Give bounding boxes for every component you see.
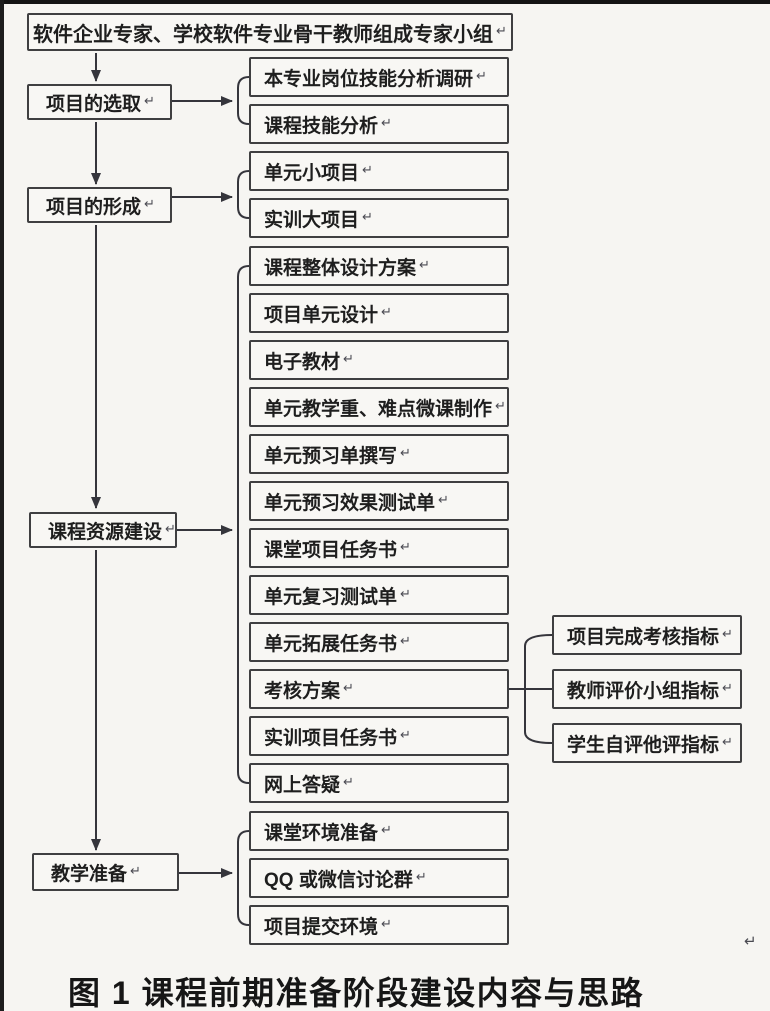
output-box: 课程整体设计方案↵ bbox=[249, 246, 509, 286]
return-mark-icon: ↵ bbox=[144, 196, 155, 211]
return-mark-icon: ↵ bbox=[165, 521, 176, 536]
output-box: 单元复习测试单↵ bbox=[249, 575, 509, 615]
output-label: 课堂环境准备 bbox=[264, 822, 379, 844]
output-label: 课程整体设计方案 bbox=[264, 257, 417, 279]
stage-project-formation: 项目的形成↵ bbox=[27, 187, 172, 223]
return-mark-icon: ↵ bbox=[400, 633, 411, 648]
output-box: 课堂项目任务书↵ bbox=[249, 528, 509, 568]
output-box: 单元预习效果测试单↵ bbox=[249, 481, 509, 521]
output-label: 单元预习单撰写 bbox=[264, 445, 398, 467]
output-label: 项目提交环境 bbox=[264, 916, 379, 938]
return-mark-icon: ↵ bbox=[381, 304, 392, 319]
return-mark-icon: ↵ bbox=[144, 93, 155, 108]
return-mark-icon: ↵ bbox=[400, 586, 411, 601]
output-label: 本专业岗位技能分析调研 bbox=[264, 68, 474, 90]
expert-team-box: 软件企业专家、学校软件专业骨干教师组成专家小组↵ bbox=[27, 13, 513, 51]
stage-teaching-preparation: 教学准备↵ bbox=[32, 853, 179, 891]
output-label: 实训项目任务书 bbox=[264, 727, 398, 749]
output-box: 本专业岗位技能分析调研↵ bbox=[249, 57, 509, 97]
output-box: QQ 或微信讨论群↵ bbox=[249, 858, 509, 898]
output-label: 单元拓展任务书 bbox=[264, 633, 398, 655]
indicator-label: 项目完成考核指标 bbox=[567, 626, 720, 648]
return-mark-icon: ↵ bbox=[415, 869, 427, 884]
return-mark-icon: ↵ bbox=[381, 822, 392, 837]
output-box: 单元小项目↵ bbox=[249, 151, 509, 191]
stage-label: 教学准备 bbox=[51, 863, 128, 885]
output-label: 考核方案 bbox=[264, 680, 341, 702]
stage-project-selection: 项目的选取↵ bbox=[27, 84, 172, 120]
output-label: 电子教材 bbox=[264, 351, 341, 373]
return-mark-icon: ↵ bbox=[722, 680, 733, 695]
bracket-resources-group bbox=[237, 265, 250, 784]
output-box: 实训项目任务书↵ bbox=[249, 716, 509, 756]
output-box: 电子教材↵ bbox=[249, 340, 509, 380]
return-mark-icon: ↵ bbox=[362, 209, 373, 224]
output-box: 网上答疑↵ bbox=[249, 763, 509, 803]
return-mark-icon: ↵ bbox=[722, 734, 733, 749]
bracket-preparation-group bbox=[237, 830, 250, 926]
return-mark-icon: ↵ bbox=[495, 398, 506, 413]
return-mark-icon: ↵ bbox=[744, 933, 757, 950]
return-mark-icon: ↵ bbox=[381, 916, 392, 931]
scan-edge-left bbox=[0, 0, 4, 1011]
output-label: 网上答疑 bbox=[264, 774, 341, 796]
return-mark-icon: ↵ bbox=[343, 774, 354, 789]
return-mark-icon: ↵ bbox=[362, 162, 373, 177]
output-label: 项目单元设计 bbox=[264, 304, 379, 326]
indicator-box: 教师评价小组指标↵ bbox=[552, 669, 742, 709]
return-mark-icon: ↵ bbox=[343, 680, 354, 695]
output-box-assessment-plan: 考核方案↵ bbox=[249, 669, 509, 709]
return-mark-icon: ↵ bbox=[343, 351, 354, 366]
output-box: 单元预习单撰写↵ bbox=[249, 434, 509, 474]
figure-caption: 图 1 课程前期准备阶段建设内容与思路 bbox=[68, 975, 645, 1011]
output-box: 课堂环境准备↵ bbox=[249, 811, 509, 851]
output-box: 项目提交环境↵ bbox=[249, 905, 509, 945]
output-box: 实训大项目↵ bbox=[249, 198, 509, 238]
indicator-box: 项目完成考核指标↵ bbox=[552, 615, 742, 655]
return-mark-icon: ↵ bbox=[400, 539, 411, 554]
bracket-indicators-group bbox=[524, 634, 553, 744]
output-label: 单元预习效果测试单 bbox=[264, 492, 436, 514]
stage-label: 课程资源建设 bbox=[48, 521, 163, 543]
output-box: 单元教学重、难点微课制作↵ bbox=[249, 387, 509, 427]
return-mark-icon: ↵ bbox=[381, 115, 392, 130]
return-mark-icon: ↵ bbox=[438, 492, 449, 507]
return-mark-icon: ↵ bbox=[419, 257, 430, 272]
return-mark-icon: ↵ bbox=[496, 23, 507, 38]
return-mark-icon: ↵ bbox=[476, 68, 487, 83]
indicator-box: 学生自评他评指标↵ bbox=[552, 723, 742, 763]
output-label: 单元复习测试单 bbox=[264, 586, 398, 608]
return-mark-icon: ↵ bbox=[400, 445, 411, 460]
stage-label: 项目的形成 bbox=[46, 196, 142, 218]
expert-team-label: 软件企业专家、学校软件专业骨干教师组成专家小组 bbox=[33, 23, 494, 46]
return-mark-icon: ↵ bbox=[400, 727, 411, 742]
indicator-label: 教师评价小组指标 bbox=[567, 680, 720, 702]
output-box: 项目单元设计↵ bbox=[249, 293, 509, 333]
output-label: 课堂项目任务书 bbox=[264, 539, 398, 561]
output-label: 单元教学重、难点微课制作 bbox=[264, 398, 493, 420]
bracket-formation-group bbox=[237, 170, 250, 219]
scan-edge-top bbox=[0, 0, 770, 4]
return-mark-icon: ↵ bbox=[130, 863, 141, 878]
bracket-selection-group bbox=[237, 76, 250, 125]
indicator-label: 学生自评他评指标 bbox=[567, 734, 720, 756]
stage-course-resources: 课程资源建设↵ bbox=[29, 512, 177, 548]
output-box: 单元拓展任务书↵ bbox=[249, 622, 509, 662]
stage-label: 项目的选取 bbox=[46, 93, 142, 115]
output-label: 实训大项目 bbox=[264, 209, 360, 231]
output-box: 课程技能分析↵ bbox=[249, 104, 509, 144]
return-mark-icon: ↵ bbox=[722, 626, 733, 641]
output-label: 课程技能分析 bbox=[264, 115, 379, 137]
output-label: 单元小项目 bbox=[264, 162, 360, 184]
output-label: QQ 或微信讨论群 bbox=[264, 869, 413, 891]
